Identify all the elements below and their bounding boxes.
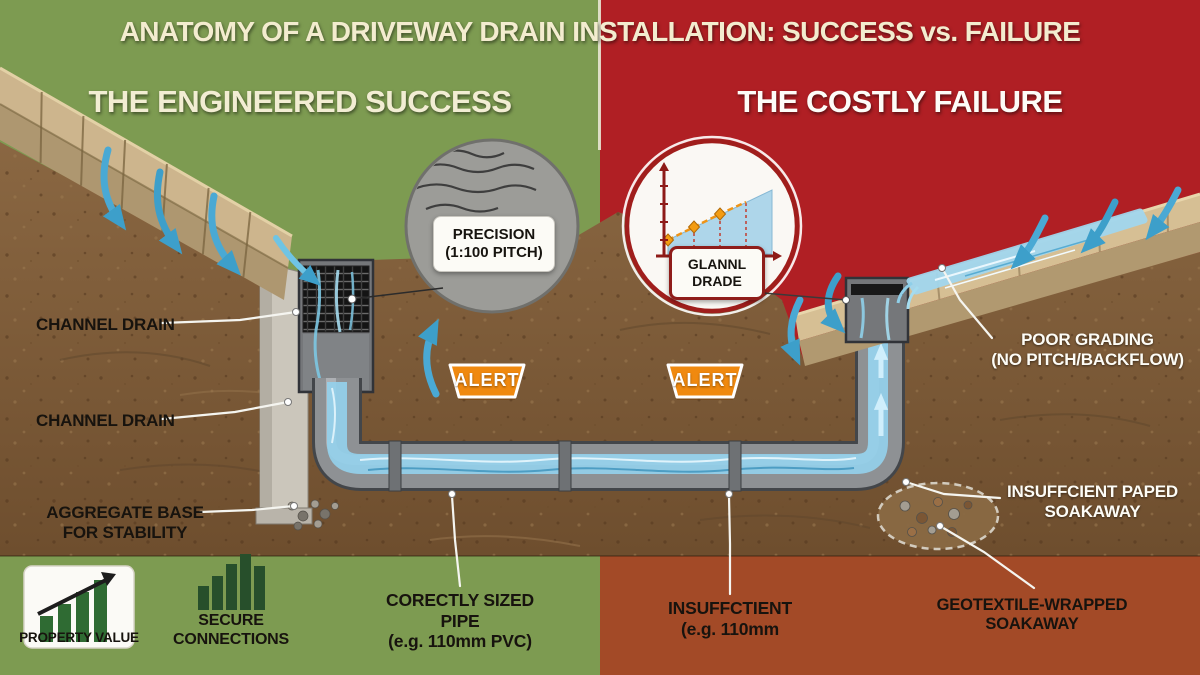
drain-pipe [312,310,905,492]
leader-lines [160,264,1036,596]
water-flow-arrows [100,146,1182,398]
alert-badge-left: ALERT [454,370,520,390]
label-geotextile-soakaway: GEOTEXTILE-WRAPPED SOAKAWAY [936,596,1128,634]
right-channel-drain [844,276,910,344]
label-channel-drain-bottom: CHANNEL DRAIN [36,411,175,430]
label-aggregate-base: AGGREGATE BASE FOR STABILITY [46,503,204,543]
secure-connections-icon [198,554,265,610]
left-driveway [0,66,293,300]
label-insufficient-soakaway: INSUFFCIENT PAPED SOAKAWAY [1006,482,1179,522]
panel-divider [598,0,601,150]
alert-badge-right: ALERT [672,370,738,390]
label-correctly-sized-pipe: CORECTLY SIZED PIPE (e.g. 110mm PVC) [386,590,534,652]
page-title: ANATOMY OF A DRIVEWAY DRAIN INSTALLATION… [119,16,1081,47]
label-channel-drain-top: CHANNEL DRAIN [36,315,175,334]
label-insufficient-pipe: INSUFFCTIENT (e.g. 110mm [668,598,792,639]
success-panel-heading: THE ENGINEERED SUCCESS [88,84,512,119]
pipe-couplings [388,440,742,492]
pipe-water [327,312,888,474]
alert-badge-right-shape [666,363,744,400]
grade-callout-label: GLANNL DRADE [669,246,765,300]
concrete-edge-wall [259,261,309,523]
alert-badge-left-shape [448,363,526,400]
label-poor-grading: POOR GRADING (NO PITCH/BACKFLOW) [991,330,1184,370]
label-property-value: PROPERTY VALUE [19,630,139,645]
precision-callout-label: PRECISION (1:100 PITCH) [433,216,555,272]
soakaway-gravel [876,481,1000,551]
property-value-chart-icon [23,565,135,649]
grade-mini-chart [656,162,782,261]
label-secure-connections: SECURE CONNECTIONS [172,612,290,648]
failure-panel-heading: THE COSTLY FAILURE [737,84,1063,119]
